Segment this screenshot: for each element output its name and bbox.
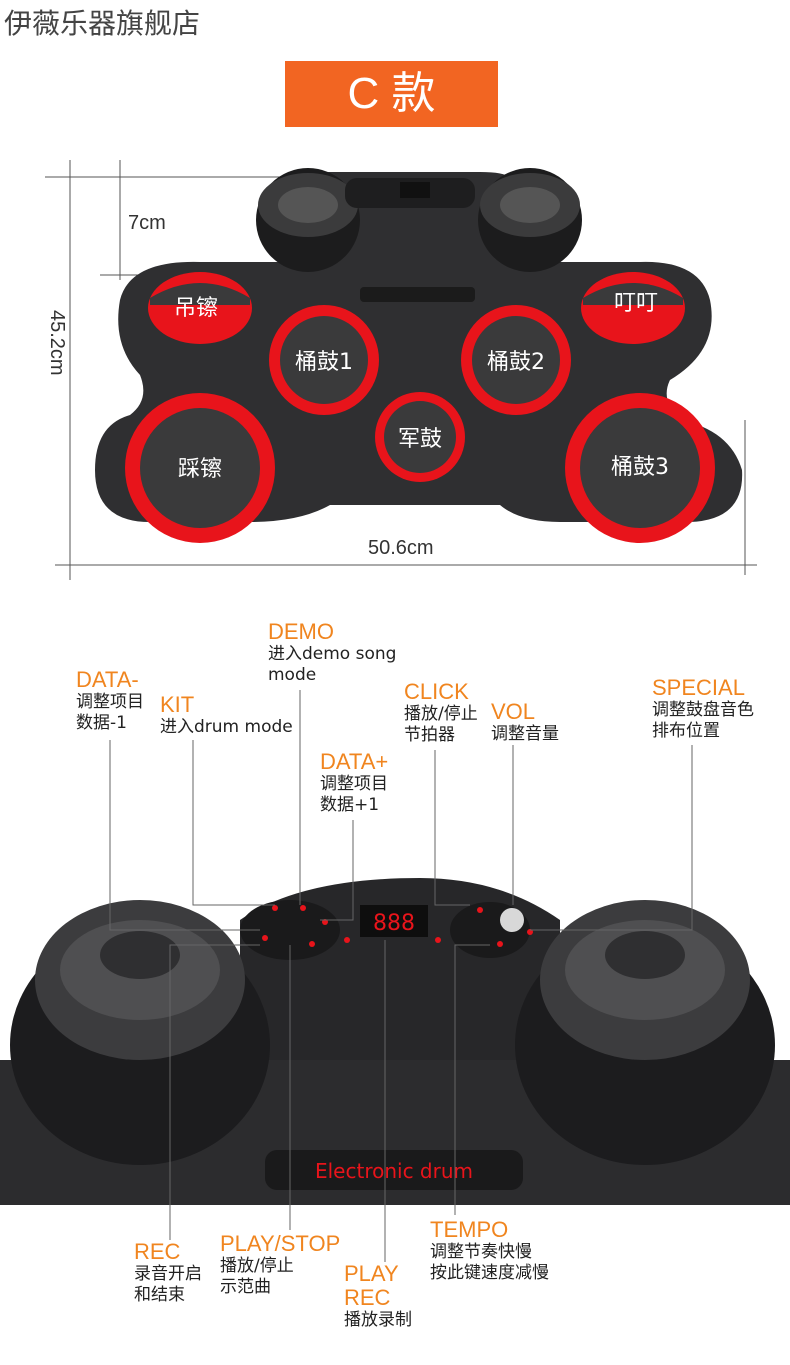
dim-depth: 7cm [128, 212, 166, 234]
pad-label-hihat: 踩镲 [178, 457, 222, 482]
control-name: DATA+ [320, 749, 389, 774]
pad-snare [375, 392, 465, 482]
control-desc: 进入drum mode [160, 717, 293, 737]
pad-label-crash: 吊镲 [174, 296, 218, 321]
annot-data-plus: DATA+ 调整项目 数据+1 [320, 750, 388, 816]
control-name: DEMO [268, 619, 334, 644]
control-name: REC [134, 1239, 181, 1264]
annot-play-rec: PLAY REC 播放录制 [344, 1262, 412, 1331]
control-name: KIT [160, 692, 195, 717]
control-desc: 录音开启 和结束 [134, 1264, 202, 1305]
control-name: SPECIAL [652, 675, 745, 700]
pad-label-tom2: 桶鼓2 [487, 350, 545, 375]
control-desc: 调整项目 数据+1 [320, 774, 388, 815]
speaker-right [478, 168, 582, 272]
control-name: TEMPO [430, 1217, 509, 1242]
annot-special: SPECIAL 调整鼓盘音色 排布位置 [652, 676, 754, 742]
pad-label-tom3: 桶鼓3 [611, 455, 669, 480]
pad-tom2 [461, 305, 571, 415]
display-digits: 888 [373, 911, 415, 936]
control-name: DATA- [76, 667, 139, 692]
control-name: PLAY REC [344, 1261, 399, 1310]
pad-crash [148, 272, 252, 344]
control-name: VOL [491, 699, 536, 724]
control-desc: 调整音量 [491, 724, 559, 744]
control-desc: 进入demo song mode [268, 644, 397, 685]
dim-width: 50.6cm [368, 537, 434, 559]
control-name: CLICK [404, 679, 469, 704]
control-desc: 播放录制 [344, 1310, 412, 1330]
annot-demo: DEMO 进入demo song mode [268, 620, 396, 686]
annot-data-minus: DATA- 调整项目 数据-1 [76, 668, 144, 734]
annot-kit: KIT 进入drum mode [160, 693, 293, 738]
store-name: 伊薇乐器旗舰店 [4, 7, 201, 40]
annot-vol: VOL 调整音量 [491, 700, 559, 745]
annot-rec: REC 录音开启 和结束 [134, 1240, 202, 1306]
model-badge: C 款 [285, 61, 498, 127]
control-desc: 调整节奏快慢 按此键速度减慢 [430, 1242, 549, 1283]
pad-ride [581, 272, 685, 344]
drum-pad-diagram: 吊镲 叮叮 桶鼓1 桶鼓2 军鼓 踩镲 桶鼓3 [45, 160, 757, 580]
control-desc: 调整项目 数据-1 [76, 692, 144, 733]
speaker-left [256, 168, 360, 272]
annot-click: CLICK 播放/停止 节拍器 [404, 680, 478, 746]
control-desc: 播放/停止 节拍器 [404, 704, 478, 745]
pad-label-tom1: 桶鼓1 [295, 350, 353, 375]
device-label: Electronic drum [315, 1159, 473, 1183]
pad-label-ride: 叮叮 [614, 291, 658, 316]
annot-tempo: TEMPO 调整节奏快慢 按此键速度减慢 [430, 1218, 549, 1284]
pad-label-snare: 军鼓 [398, 427, 442, 452]
control-desc: 调整鼓盘音色 排布位置 [652, 700, 754, 741]
control-name: PLAY/STOP [220, 1231, 341, 1256]
pad-tom3 [565, 393, 715, 543]
annot-play-stop: PLAY/STOP 播放/停止 示范曲 [220, 1232, 340, 1298]
pad-hihat [125, 393, 275, 543]
pad-tom1 [269, 305, 379, 415]
control-desc: 播放/停止 示范曲 [220, 1256, 294, 1297]
